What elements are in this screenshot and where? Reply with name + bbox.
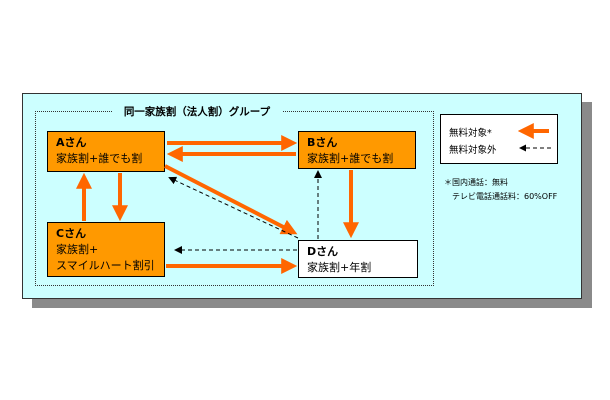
- arrow-a-to-d: [164, 164, 298, 235]
- legend-not-free-label: 無料対象外: [449, 145, 497, 156]
- member-d-plan: 家族割+年割: [307, 261, 372, 274]
- dashed-arrow-d-to-a: [168, 176, 299, 239]
- member-b-name: Bさん: [307, 136, 338, 149]
- member-c-plan-line2: スマイルハート割引: [56, 259, 155, 272]
- member-a-box: Aさん 家族割+誰でも割: [47, 131, 165, 172]
- member-c-name: Cさん: [56, 227, 87, 240]
- group-title: 同一家族割（法人割）グループ: [112, 100, 282, 122]
- legend-arrows: [517, 123, 551, 152]
- member-c-box: Cさん 家族割+ スマイルハート割引: [47, 222, 165, 277]
- legend-box: 無料対象* 無料対象外: [440, 114, 558, 164]
- member-c-plan-line1: 家族割+: [56, 243, 99, 256]
- member-a-name: Aさん: [56, 136, 87, 149]
- member-b-plan: 家族割+誰でも割: [307, 152, 394, 165]
- member-d-name: Dさん: [307, 245, 339, 258]
- member-a-plan: 家族割+誰でも割: [56, 152, 143, 165]
- legend-free-label: 無料対象*: [449, 128, 492, 139]
- member-b-box: Bさん 家族割+誰でも割: [298, 131, 416, 169]
- note-line-2: テレビ電話通話料：60%OFF: [452, 192, 558, 201]
- member-d-box: Dさん 家族割+年割: [298, 240, 418, 278]
- note-line-1: ＊国内通話：無料: [444, 178, 508, 187]
